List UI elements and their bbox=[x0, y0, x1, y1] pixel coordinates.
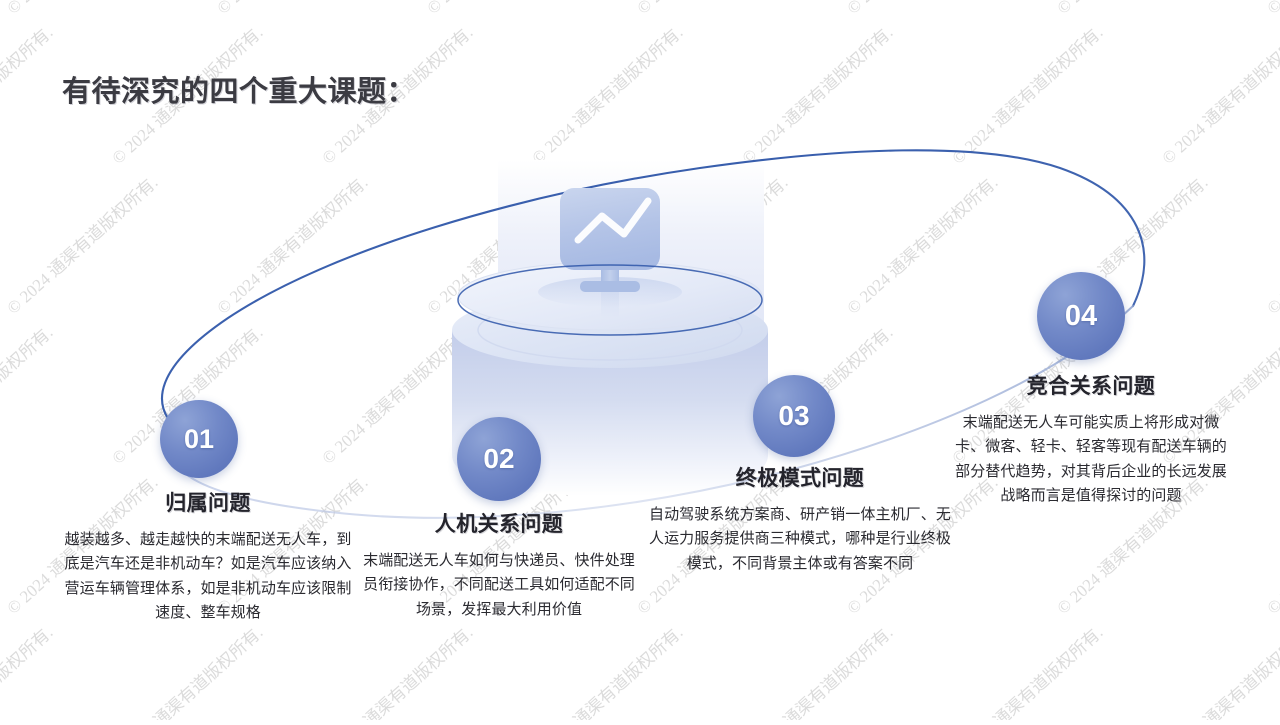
step-block-03: 终极模式问题 自动驾驶系统方案商、研产销一体主机厂、无人运力服务提供商三种模式，… bbox=[645, 462, 955, 576]
watermark-text: © 2024 通渠有道版权所有. bbox=[1263, 473, 1280, 618]
watermark-text: © 2024 通渠有道版权所有. bbox=[318, 322, 477, 468]
watermark-text: © 2024 通渠有道版权所有. bbox=[1050, 0, 1212, 19]
step-number-01: 01 bbox=[183, 423, 215, 454]
watermark-text: © 2024 通渠有道版权所有. bbox=[630, 0, 792, 19]
step-number-03: 03 bbox=[778, 400, 810, 431]
step-block-04: 竞合关系问题 末端配送无人车可能实质上将形成对微卡、微客、轻卡、轻客等现有配送车… bbox=[955, 370, 1227, 508]
watermark-text: © 2024 通渠有道版权所有. bbox=[528, 322, 687, 468]
watermark-text: © 2024 通渠有道版权所有. bbox=[1158, 622, 1280, 720]
watermark-text: © 2024 通渠有道版权所有. bbox=[528, 622, 687, 720]
step-body-03: 自动驾驶系统方案商、研产销一体主机厂、无人运力服务提供商三种模式，哪种是行业终极… bbox=[648, 506, 951, 572]
step-bubble-01[interactable]: 01 bbox=[160, 400, 238, 478]
watermark-text: © 2024 通渠有道版权所有. bbox=[0, 322, 57, 468]
back-panel bbox=[498, 160, 764, 360]
step-heading-03: 终极模式问题 bbox=[735, 467, 865, 490]
step-heading-01: 归属问题 bbox=[165, 492, 251, 515]
watermark-text: © 2024 通渠有道版权所有. bbox=[213, 172, 372, 318]
watermark-text: © 2024 通渠有道版权所有. bbox=[948, 22, 1107, 168]
watermark-text: © 2024 通渠有道版权所有. bbox=[1260, 0, 1280, 19]
watermark-text: © 2024 通渠有道版权所有. bbox=[420, 0, 582, 19]
step-block-02: 人机关系问题 末端配送无人车如何与快递员、快件处理员衔接协作，不同配送工具如何适… bbox=[356, 508, 642, 622]
watermark-text: © 2024 通渠有道版权所有. bbox=[948, 622, 1107, 720]
line-chart-monitor-icon bbox=[560, 188, 660, 318]
watermark-text: © 2024 通渠有道版权所有. bbox=[1263, 173, 1280, 318]
watermark-text: © 2024 通渠有道版权所有. bbox=[0, 622, 57, 720]
step-number-02: 02 bbox=[483, 443, 515, 474]
watermark-text: © 2024 通渠有道版权所有. bbox=[738, 22, 897, 168]
watermark-text: © 2024 通渠有道版权所有. bbox=[840, 0, 1002, 19]
watermark-text: © 2024 通渠有道版权所有. bbox=[210, 0, 372, 19]
watermark-text: © 2024 通渠有道版权所有. bbox=[108, 622, 267, 720]
step-bubble-02[interactable]: 02 bbox=[457, 417, 541, 501]
watermark-text: © 2024 通渠有道版权所有. bbox=[528, 22, 687, 168]
watermark-text: © 2024 通渠有道版权所有. bbox=[0, 22, 57, 168]
step-body-01: 越装越多、越走越快的末端配送无人车，到底是汽车还是非机动车？如是汽车应该纳入营运… bbox=[64, 531, 352, 621]
step-body-04: 末端配送无人车可能实质上将形成对微卡、微客、轻卡、轻客等现有配送车辆的部分替代趋… bbox=[955, 414, 1227, 504]
inner-orbit-ring bbox=[457, 264, 763, 336]
watermark-text: © 2024 通渠有道版权所有. bbox=[1158, 22, 1280, 168]
watermark-text: © 2024 通渠有道版权所有. bbox=[423, 172, 582, 318]
page-title: 有待深究的四个重大课题： bbox=[62, 76, 417, 108]
watermark-text: © 2024 通渠有道版权所有. bbox=[738, 622, 897, 720]
step-heading-02: 人机关系问题 bbox=[434, 513, 564, 536]
step-block-01: 归属问题 越装越多、越走越快的末端配送无人车，到底是汽车还是非机动车？如是汽车应… bbox=[60, 487, 356, 625]
step-bubble-04[interactable]: 04 bbox=[1037, 272, 1125, 360]
step-number-04: 04 bbox=[1064, 299, 1098, 332]
watermark-text: © 2024 通渠有道版权所有. bbox=[0, 0, 162, 19]
watermark-text: © 2024 通渠有道版权所有. bbox=[3, 172, 162, 318]
step-body-02: 末端配送无人车如何与快递员、快件处理员衔接协作，不同配送工具如何适配不同场景，发… bbox=[363, 552, 635, 618]
watermark-text: © 2024 通渠有道版权所有. bbox=[318, 622, 477, 720]
watermark-text: © 2024 通渠有道版权所有. bbox=[843, 172, 1002, 318]
step-bubble-03[interactable]: 03 bbox=[753, 375, 835, 457]
step-heading-04: 竞合关系问题 bbox=[1026, 375, 1156, 398]
watermark-text: © 2024 通渠有道版权所有. bbox=[633, 172, 792, 318]
